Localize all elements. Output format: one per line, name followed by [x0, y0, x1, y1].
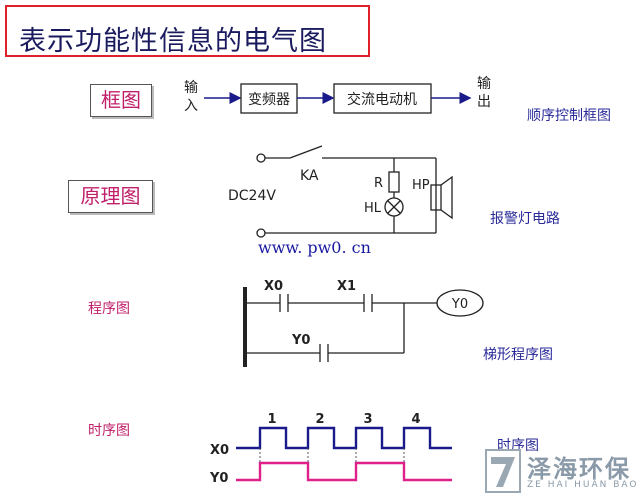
y0-waveform	[236, 461, 452, 482]
x0-signal-label: X0	[210, 443, 229, 458]
logo-mark-icon	[485, 449, 521, 493]
output-label-1: 输	[477, 76, 491, 92]
block-diagram-caption: 顺序控制框图	[527, 108, 611, 124]
output-label-2: 出	[477, 94, 491, 110]
terminal-top	[256, 153, 266, 163]
r-label: R	[374, 176, 383, 191]
pulse-label-2: 2	[315, 412, 324, 427]
block-diagram: 输 入 变频器 交流电动机 输 出	[184, 76, 491, 114]
ka-label: KA	[300, 168, 319, 184]
timing-label: 时序图	[88, 423, 130, 439]
hl-label: HL	[364, 201, 382, 216]
supply-label: DC24V	[228, 188, 276, 204]
coil-y0	[436, 289, 484, 317]
watermark-url: www. pw0. cn	[258, 238, 371, 257]
ladder-caption: 梯形程序图	[483, 347, 553, 363]
y0-contact-label: Y0	[291, 333, 310, 348]
terminal-bottom	[256, 228, 266, 238]
x0-waveform	[236, 426, 452, 450]
alarm-circuit	[256, 145, 453, 238]
motor-label: 交流电动机	[347, 91, 417, 108]
ladder-diagram	[243, 287, 484, 367]
title-box: 表示功能性信息的电气图	[5, 5, 370, 57]
ladder-label: 程序图	[88, 301, 130, 317]
y0-signal-label: Y0	[209, 471, 228, 486]
horn-hp	[430, 184, 442, 211]
ka-switch	[289, 145, 323, 159]
timing-guides	[259, 448, 405, 463]
inverter-box	[240, 83, 298, 114]
pulse-label-1: 1	[267, 412, 276, 427]
pulse-label-4: 4	[411, 412, 420, 427]
schematic-label: 原理图	[68, 180, 153, 213]
coil-label: Y0	[451, 297, 468, 312]
page-title: 表示功能性信息的电气图	[19, 26, 327, 57]
input-label-2: 入	[184, 98, 198, 114]
pulse-label-3: 3	[363, 412, 372, 427]
block-diagram-label: 框图	[90, 84, 152, 117]
company-logo: 泽海环保 ZE HAI HUAN BAO	[485, 447, 640, 497]
logo-english-text: ZE HAI HUAN BAO	[527, 480, 639, 490]
logo-chinese-text: 泽海环保	[527, 455, 631, 483]
x0-contact-label: X0	[264, 279, 283, 294]
inverter-label: 变频器	[248, 92, 290, 108]
x1-contact-label: X1	[337, 279, 356, 294]
resistor-r	[388, 171, 400, 193]
hp-label: HP	[412, 178, 430, 193]
schematic-caption: 报警灯电路	[490, 211, 560, 227]
input-label-1: 输	[184, 80, 198, 96]
